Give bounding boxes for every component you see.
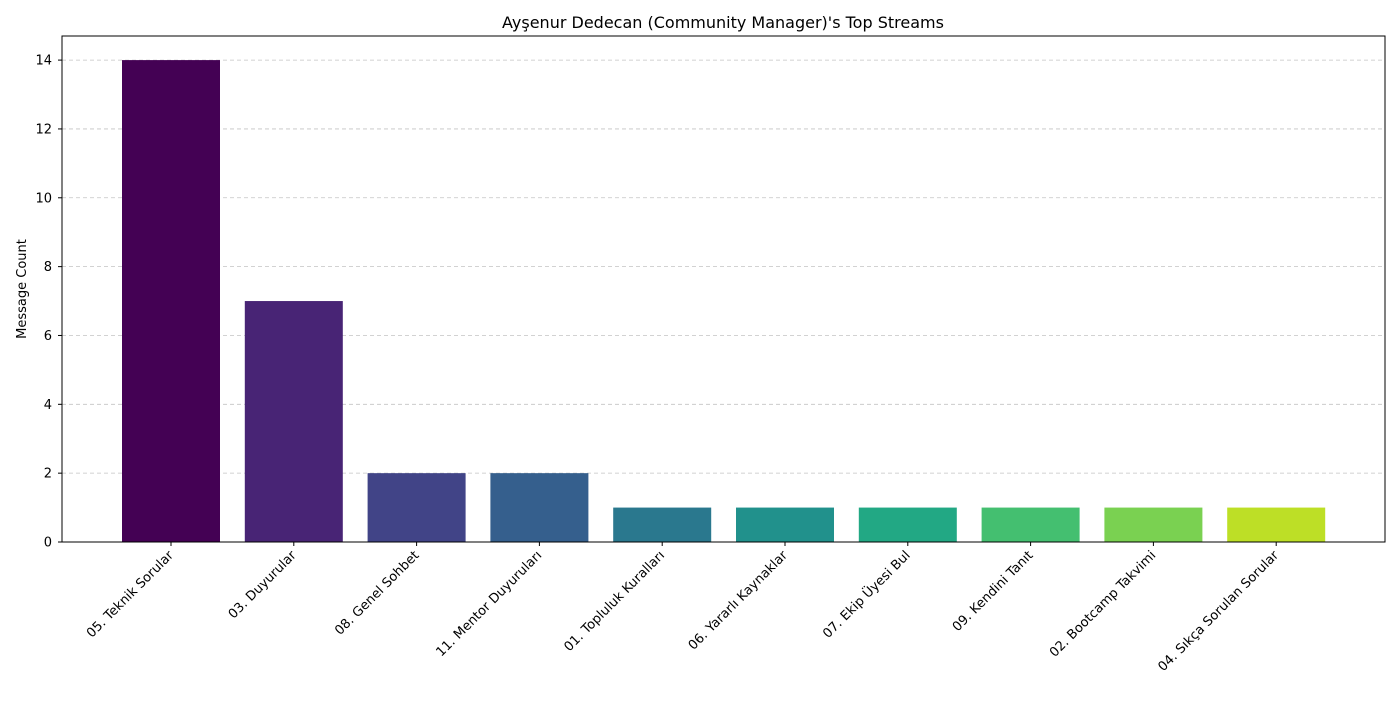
x-tick-label: 07. Ekip Üyesi Bul xyxy=(819,547,914,642)
x-tick-label: 08. Genel Sohbet xyxy=(332,548,422,638)
y-tick-label: 6 xyxy=(44,329,52,344)
x-tick-label: 09. Kendini Tanıt xyxy=(950,548,1037,635)
bars xyxy=(122,60,1326,542)
chart-title: Ayşenur Dedecan (Community Manager)'s To… xyxy=(502,13,944,32)
bar xyxy=(981,507,1080,542)
bar xyxy=(367,473,466,542)
bar xyxy=(1104,507,1203,542)
x-tick-label: 11. Mentor Duyuruları xyxy=(433,548,545,660)
bar xyxy=(244,301,343,542)
y-tick-label: 8 xyxy=(44,260,52,275)
x-tick-label: 06. Yararlı Kaynaklar xyxy=(686,548,792,654)
y-tick-label: 4 xyxy=(44,398,52,413)
y-tick-label: 12 xyxy=(35,122,52,137)
x-tick-label: 04. Sıkça Sorulan Sorular xyxy=(1156,548,1283,675)
bar xyxy=(858,507,957,542)
y-tick-label: 2 xyxy=(44,467,52,482)
x-ticks: 05. Teknik Sorular 03. Duyurular 08. Genel… xyxy=(84,542,1282,675)
bar xyxy=(1227,507,1326,542)
plot-frame xyxy=(61,35,1386,543)
bar xyxy=(122,60,220,542)
x-tick-label: 03. Duyurular xyxy=(226,548,300,622)
y-tick-label: 10 xyxy=(35,191,52,206)
y-ticks: 0 2 4 6 8 10 12 14 xyxy=(35,54,62,551)
bar xyxy=(613,507,712,542)
x-tick-label: 05. Teknik Sorular xyxy=(84,548,177,641)
axes xyxy=(61,35,1386,543)
y-tick-label: 0 xyxy=(44,536,52,551)
y-axis-label: Message Count xyxy=(15,239,30,339)
x-tick-label: 02. Bootcamp Takvimi xyxy=(1047,548,1159,660)
bar xyxy=(736,507,834,542)
bar xyxy=(490,473,589,542)
x-tick-label: 01. Topluluk Kuralları xyxy=(561,548,668,655)
y-tick-label: 14 xyxy=(35,54,52,69)
